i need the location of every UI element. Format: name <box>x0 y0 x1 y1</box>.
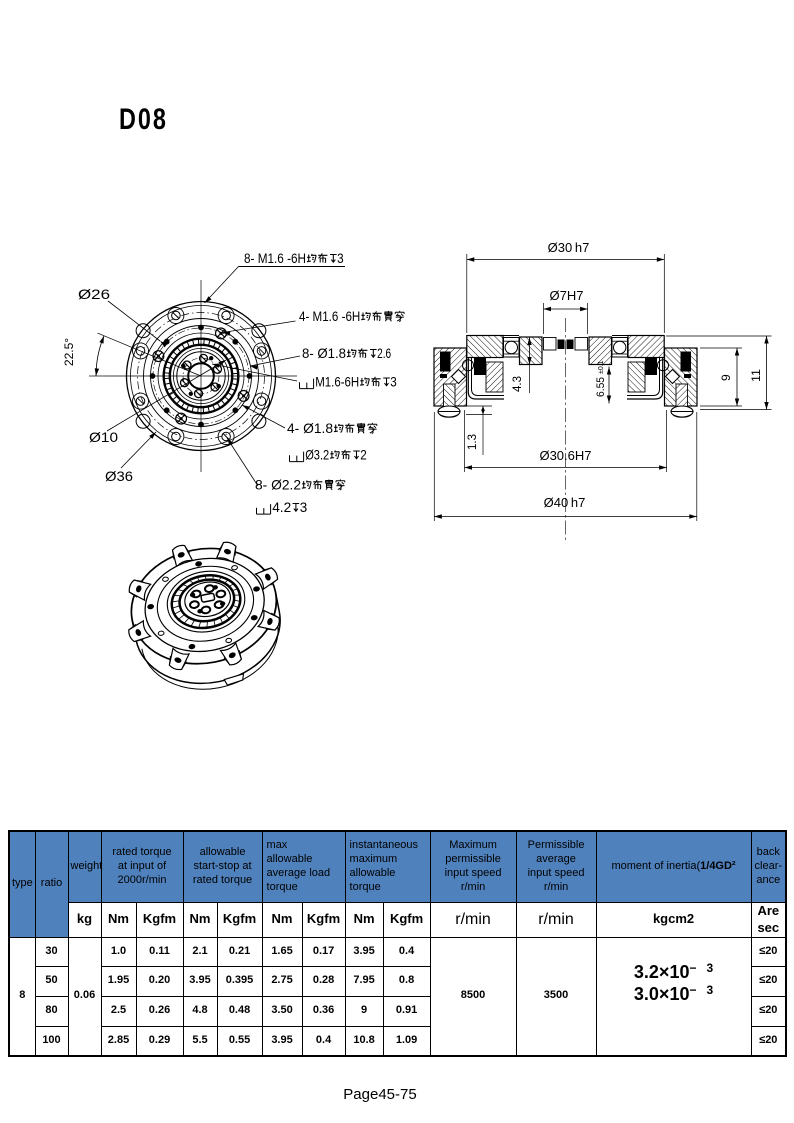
svg-text:8- M1.6 -6H: 8- M1.6 -6H <box>244 250 306 266</box>
svg-text:M1.6-6H: M1.6-6H <box>315 374 359 390</box>
svg-text:11: 11 <box>749 369 763 382</box>
svg-text:2.6: 2.6 <box>377 345 391 361</box>
svg-text:3: 3 <box>300 499 308 515</box>
svg-text:Ø30 h7: Ø30 h7 <box>548 240 590 255</box>
svg-text:4.2: 4.2 <box>272 499 291 515</box>
svg-text:4.3: 4.3 <box>510 376 524 392</box>
svg-text:4- Ø1.8: 4- Ø1.8 <box>287 420 333 436</box>
svg-text:Ø36: Ø36 <box>105 468 133 484</box>
svg-text:2: 2 <box>360 447 367 463</box>
svg-text:22.5°: 22.5° <box>62 338 76 366</box>
svg-text:6.55: 6.55 <box>595 377 607 397</box>
svg-text:Ø30.6H7: Ø30.6H7 <box>539 448 591 463</box>
svg-text:Ø10: Ø10 <box>89 429 118 445</box>
svg-text:8- Ø1.8: 8- Ø1.8 <box>302 345 346 361</box>
svg-text:Ø7H7: Ø7H7 <box>550 288 584 303</box>
svg-text:8- Ø2.2: 8- Ø2.2 <box>255 477 301 493</box>
svg-text:1.3: 1.3 <box>465 434 479 450</box>
svg-text:Ø3.2: Ø3.2 <box>305 447 329 463</box>
svg-text:Ø26: Ø26 <box>78 286 110 302</box>
svg-text:3: 3 <box>390 374 397 390</box>
svg-text:±0.1: ±0.1 <box>598 360 605 374</box>
svg-text:Ø40 h7: Ø40 h7 <box>544 495 586 510</box>
svg-text:9: 9 <box>719 374 733 381</box>
svg-text:4- M1.6 -6H: 4- M1.6 -6H <box>299 308 360 324</box>
svg-text:3: 3 <box>337 250 344 266</box>
